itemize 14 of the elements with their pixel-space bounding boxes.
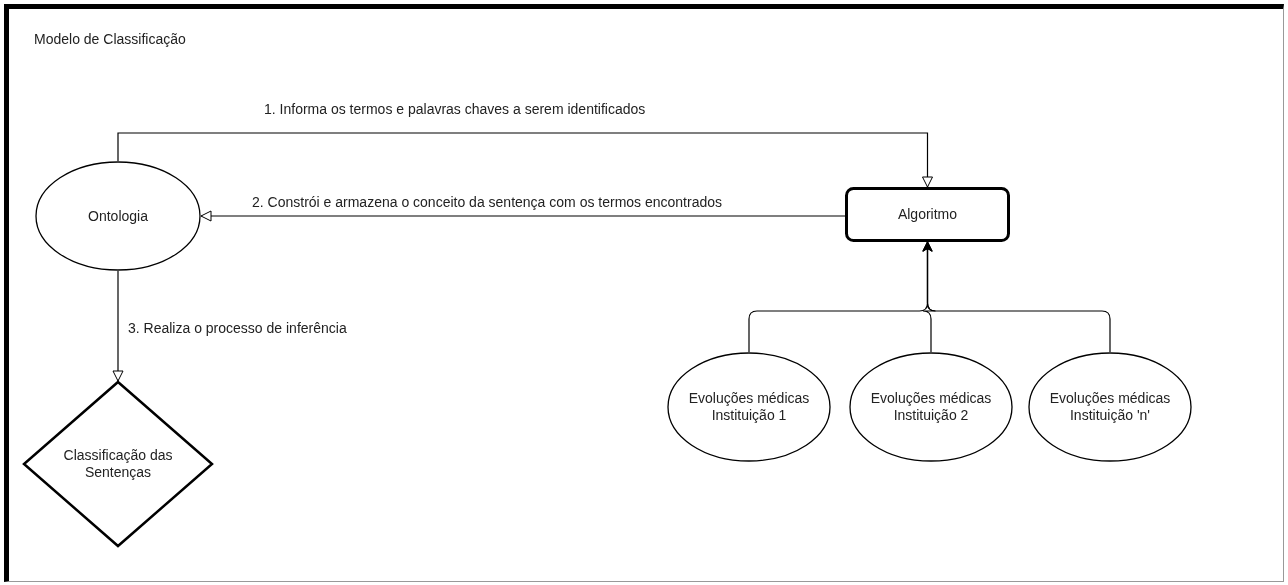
arrow bbox=[117, 132, 933, 188]
edge-label: 3. Realiza o processo de inferência bbox=[128, 320, 347, 337]
node-label: Ontologia bbox=[88, 207, 148, 225]
node-label: Algoritmo bbox=[897, 206, 958, 223]
frame-title: Modelo de Classificação bbox=[34, 31, 186, 48]
node-label: Classificação das Sentenças bbox=[62, 447, 174, 481]
arrow bbox=[922, 241, 1111, 353]
arrow bbox=[200, 210, 846, 222]
edge-label: 1. Informa os termos e palavras chaves a serem identificados bbox=[264, 101, 646, 118]
node-label: Evoluções médicas Instituição 1 bbox=[687, 390, 811, 424]
arrow bbox=[112, 270, 124, 382]
node-label: Evoluções médicas Instituição 'n' bbox=[1048, 390, 1172, 424]
node-label: Evoluções médicas Instituição 2 bbox=[869, 390, 993, 424]
edge-label: 2. Constrói e armazena o conceito da sentença com os termos encontrados bbox=[252, 194, 723, 211]
